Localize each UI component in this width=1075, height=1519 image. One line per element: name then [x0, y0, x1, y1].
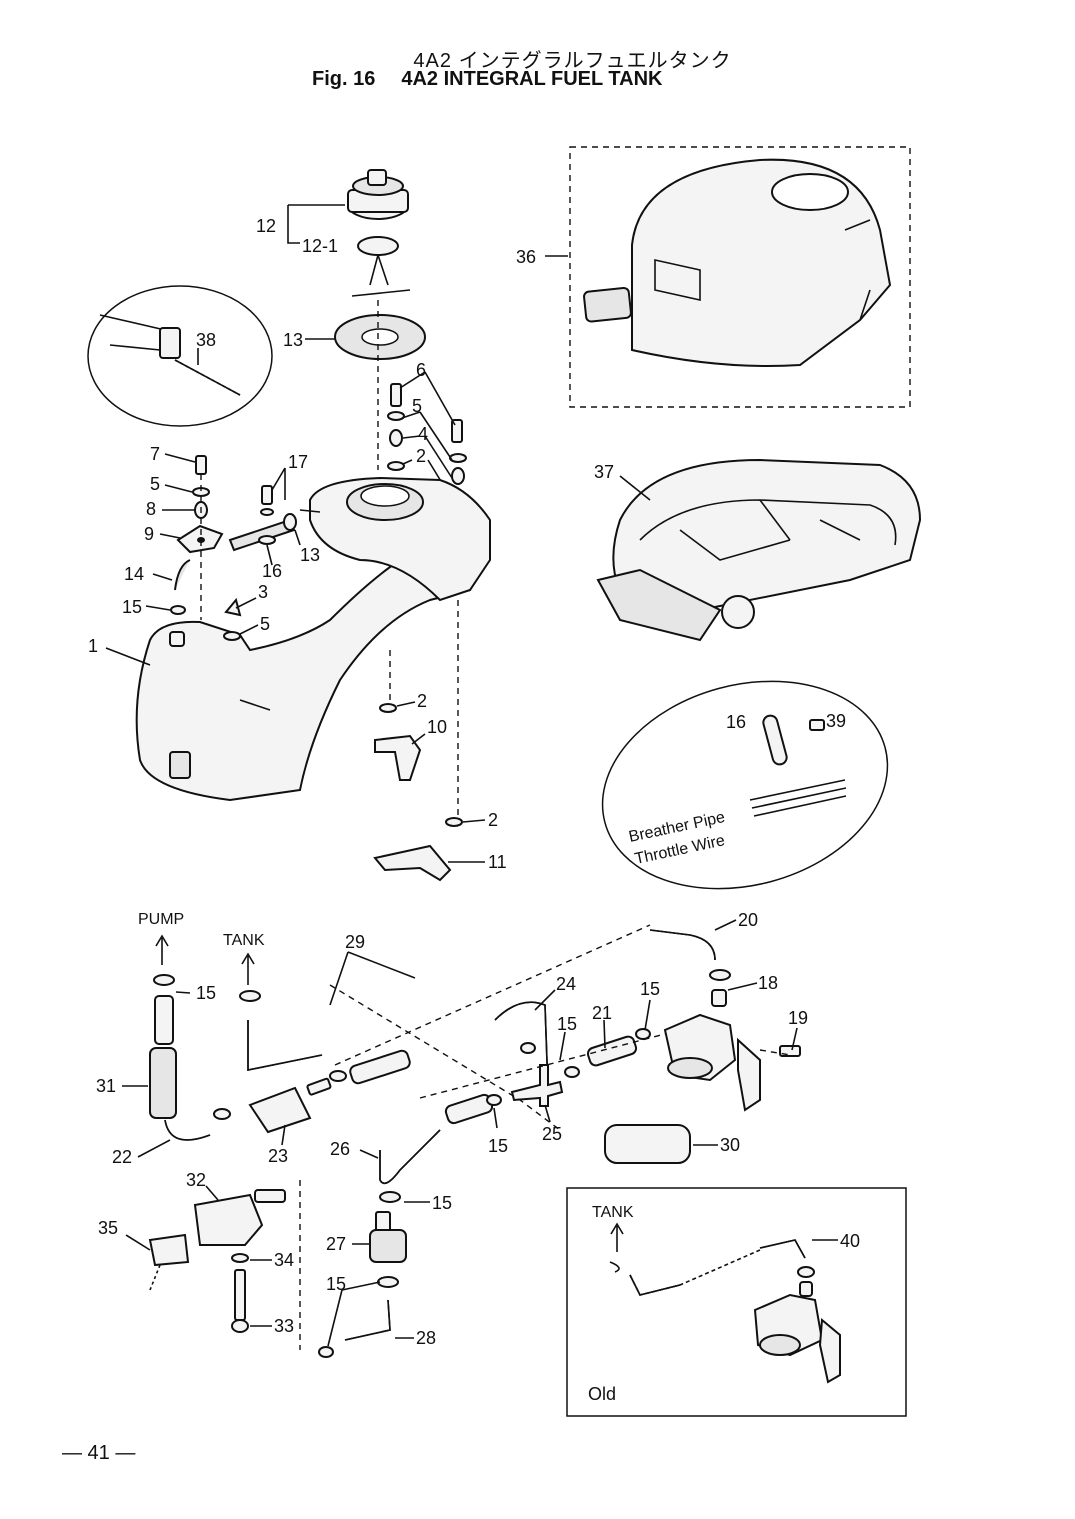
callout-7: 7: [150, 444, 160, 464]
callout-6: 6: [416, 360, 426, 380]
callout-1: 1: [88, 636, 98, 656]
callout-34: 34: [274, 1250, 294, 1270]
title-japanese: 4A2 インテグラルフュエルタンク: [413, 50, 732, 72]
callout-38: 38: [196, 330, 216, 350]
callout-5-left: 5: [150, 474, 160, 494]
callout-10: 10: [427, 717, 447, 737]
callout-18: 18: [758, 973, 778, 993]
callout-16-inset: 16: [726, 712, 746, 732]
bolt-stack-left: [176, 455, 224, 554]
callout-25: 25: [542, 1124, 562, 1144]
callout-40: 40: [840, 1231, 860, 1251]
inset-routing-detail: [601, 680, 889, 890]
callout-13: 13: [283, 330, 303, 350]
callout-14: 14: [124, 564, 144, 584]
callout-19: 19: [788, 1008, 808, 1028]
callout-17: 17: [288, 452, 308, 472]
callout-35: 35: [98, 1218, 118, 1238]
callout-23: 23: [268, 1146, 288, 1166]
callout-28: 28: [416, 1328, 436, 1348]
callout-11: 11: [488, 852, 507, 872]
callout-5-lower: 5: [260, 614, 270, 634]
callout-24: 24: [556, 974, 576, 994]
inset-old-version: [566, 1187, 907, 1417]
fuel-cap: [347, 169, 411, 297]
callout-39: 39: [826, 711, 846, 731]
callout-12: 12: [256, 216, 276, 236]
callout-12-1: 12-1: [302, 236, 338, 256]
throttle-spring: [99, 314, 241, 396]
callout-21: 21: [592, 1003, 612, 1023]
callout-13-lower: 13: [300, 545, 320, 565]
callout-20: 20: [738, 910, 758, 930]
callout-22: 22: [112, 1147, 132, 1167]
fuel-tank: [135, 476, 491, 802]
label-pump: PUMP: [138, 911, 184, 928]
callout-15-pump: 15: [196, 983, 216, 1003]
callout-30: 30: [720, 1135, 740, 1155]
callout-16: 16: [262, 561, 282, 581]
callout-32: 32: [186, 1170, 206, 1190]
callout-27: 27: [326, 1234, 346, 1254]
top-cowl: [583, 158, 892, 367]
page-number: — 41 —: [62, 1442, 136, 1464]
figure-number: Fig. 16: [312, 68, 376, 90]
fuel-cap-gasket: [334, 314, 426, 360]
inset-throttle-detail: [87, 285, 273, 427]
callout-33: 33: [274, 1316, 294, 1336]
callout-4: 4: [418, 424, 428, 444]
callout-8: 8: [146, 499, 156, 519]
label-old: Old: [588, 1384, 616, 1404]
callout-26: 26: [330, 1139, 350, 1159]
callout-15-center: 15: [488, 1136, 508, 1156]
callout-15-right: 15: [640, 979, 660, 999]
callout-29: 29: [345, 932, 365, 952]
label-tank-old: TANK: [592, 1204, 634, 1221]
label-tank: TANK: [223, 932, 265, 949]
callout-37: 37: [594, 462, 614, 482]
callout-2-upper: 2: [416, 446, 426, 466]
callout-36: 36: [516, 247, 536, 267]
callout-5-upper: 5: [412, 396, 422, 416]
figure-title: Fig. 16 4A2 INTEGRAL FUEL TANK: [312, 68, 663, 91]
figure-title-text: 4A2 INTEGRAL FUEL TANK: [401, 68, 663, 90]
callout-2-lower: 2: [488, 810, 498, 830]
callout-15-mid: 15: [557, 1014, 577, 1034]
callout-31: 31: [96, 1076, 116, 1096]
callout-3: 3: [258, 582, 268, 602]
callout-15-upper: 15: [122, 597, 142, 617]
bottom-cowl: [596, 458, 922, 642]
o-ring-gasket: [604, 1124, 691, 1164]
callout-9: 9: [144, 524, 154, 544]
callout-15-lower-b: 15: [326, 1274, 346, 1294]
callout-15-lower-a: 15: [432, 1193, 452, 1213]
hose-assembly: [148, 929, 801, 1358]
old-pump-assembly: [609, 1239, 841, 1384]
callout-2-middle: 2: [417, 691, 427, 711]
